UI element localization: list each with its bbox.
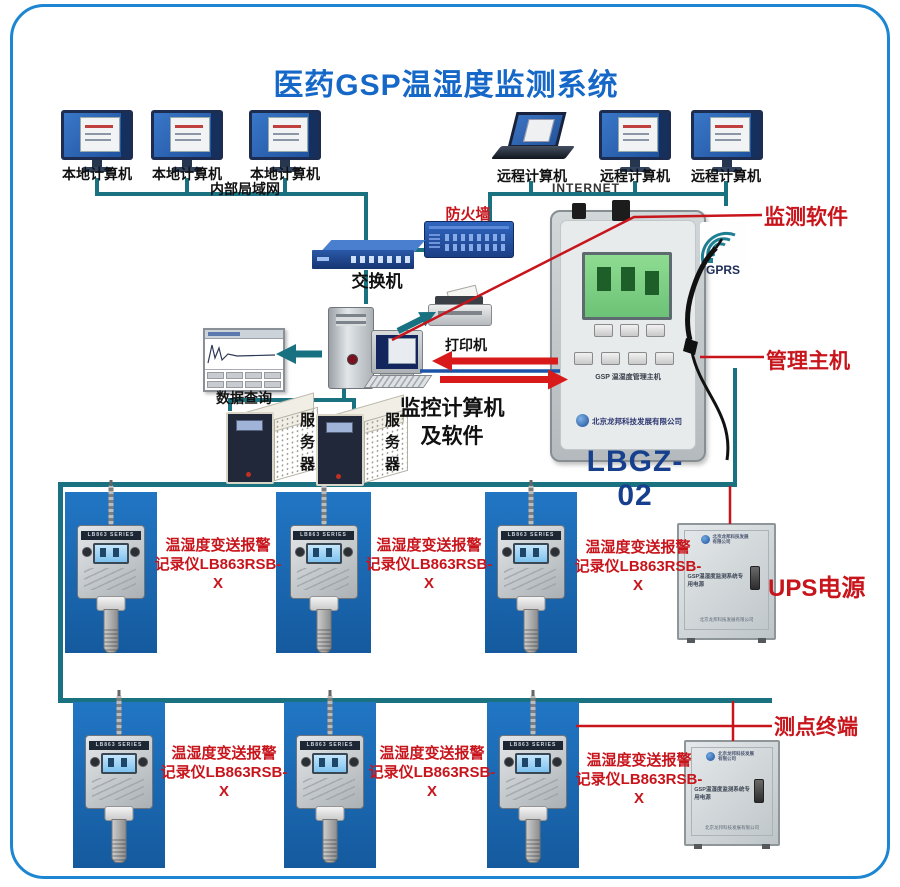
- local-computer-icon: [61, 110, 133, 172]
- host-connector: [612, 200, 630, 221]
- antenna-icon: [327, 690, 333, 735]
- local-computer-label: 本地计算机: [62, 166, 132, 182]
- remote-computer-label: 远程计算机: [691, 168, 761, 184]
- remote-computer-icon: [691, 110, 763, 172]
- border-frame: [10, 4, 890, 879]
- remote-laptop-icon: [490, 112, 576, 162]
- host-unit-icon: GSP 温湿度管理主机 北京龙邦科技发展有限公司: [550, 210, 706, 462]
- line-internet-to-firewall: [488, 192, 492, 226]
- antenna-icon: [321, 480, 326, 525]
- sensor-label: 温湿度变送报警记录仪LB863RSB-X: [154, 537, 282, 592]
- line-local1-drop: [95, 178, 99, 195]
- monitor-pc-label: 监控计算机 及软件: [399, 397, 505, 449]
- sensor-label: 温湿度变送报警记录仪LB863RSB-X: [368, 745, 496, 800]
- data-query-window-icon: [203, 328, 285, 392]
- callout-host: 管理主机: [766, 350, 850, 373]
- page-title: 医药GSP温湿度监测系统: [273, 69, 619, 102]
- line-server1-drop: [228, 398, 232, 411]
- sensor-transmitter-icon: LB863 SERIES: [487, 690, 579, 868]
- printer-label: 打印机: [445, 337, 487, 353]
- lan-label: 内部局域网: [210, 181, 280, 197]
- sensor-transmitter-icon: LB863 SERIES: [284, 690, 376, 868]
- line-remote3-drop: [724, 181, 728, 195]
- server-label: 服务器: [383, 412, 400, 478]
- line-laptop-drop: [529, 181, 533, 195]
- remote-computer-icon: [599, 110, 671, 172]
- antenna-icon: [530, 690, 536, 735]
- sensor-label: 温湿度变送报警记录仪LB863RSB-X: [365, 537, 493, 592]
- sensor-transmitter-icon: LB863 SERIES: [485, 480, 577, 653]
- ups-cabinet-icon: 北京龙邦科技发展有限公司 GSP温湿度监测系统专用电源 北京龙邦科技发展有限公司: [677, 523, 776, 643]
- sensor-label: 温湿度变送报警记录仪LB863RSB-X: [160, 745, 288, 800]
- line-sensor-bus-bottom: [58, 698, 772, 703]
- company-logo-icon: [706, 751, 715, 761]
- host-model-label: LBGZ-02: [586, 445, 684, 512]
- gprs-signal-icon: [700, 222, 746, 267]
- line-internet-bus: [488, 192, 728, 196]
- firewall-label: 防火墙: [445, 206, 491, 223]
- sensor-label: 温湿度变送报警记录仪LB863RSB-X: [574, 539, 702, 594]
- antenna-icon: [528, 480, 534, 525]
- cabinet-panel-text: GSP温湿度监测系统专用电源: [694, 786, 750, 801]
- host-connector: [572, 203, 586, 219]
- local-computer-icon: [249, 110, 321, 172]
- line-host-to-sensorbus: [733, 368, 737, 486]
- line-server2-drop: [352, 398, 356, 413]
- callout-terminal: 测点终端: [774, 716, 858, 739]
- line-lan-bus: [95, 192, 368, 196]
- terminal-cabinet-icon: 北京龙邦科技发展有限公司 GSP温湿度监测系统专用电源 北京龙邦科技发展有限公司: [684, 740, 780, 849]
- cabinet-handle: [754, 778, 765, 803]
- sensor-label: 温湿度变送报警记录仪LB863RSB-X: [575, 752, 703, 807]
- company-name: 北京龙邦科技发展有限公司: [592, 417, 682, 426]
- internet-label: INTERNET: [552, 181, 620, 195]
- host-lcd-screen: [582, 252, 672, 320]
- line-local2-drop: [185, 178, 189, 195]
- callout-software: 监测软件: [764, 206, 848, 229]
- probe-icon: [316, 609, 331, 653]
- probe-icon: [111, 819, 127, 863]
- callout-ups: UPS电源: [768, 575, 866, 602]
- sensor-transmitter-icon: LB863 SERIES: [276, 480, 371, 653]
- probe-icon: [322, 819, 338, 863]
- line-local3-drop: [283, 178, 287, 195]
- local-computer-icon: [151, 110, 223, 172]
- printer-icon: [428, 284, 492, 326]
- probe-icon: [523, 609, 539, 653]
- server-icon: [226, 392, 320, 485]
- line-switch-to-pc: [364, 270, 368, 304]
- line-remote2-drop: [633, 181, 637, 195]
- keyboard-icon: [363, 375, 433, 388]
- antenna-icon: [116, 690, 122, 735]
- sensor-transmitter-icon: LB863 SERIES: [73, 690, 165, 868]
- data-query-chart: [207, 344, 276, 364]
- cabinet-panel-text: GSP温湿度监测系统专用电源: [687, 574, 744, 589]
- line-sensor-bus-top: [58, 482, 737, 487]
- pc-monitor-icon: [371, 330, 423, 381]
- server-icon: [316, 394, 410, 487]
- probe-icon: [103, 609, 119, 653]
- remote-computer-label: 远程计算机: [600, 168, 670, 184]
- cabinet-handle: [749, 565, 760, 590]
- sensor-transmitter-icon: LB863 SERIES: [65, 480, 157, 653]
- remote-computer-label: 远程计算机: [497, 168, 567, 184]
- local-computer-label: 本地计算机: [152, 166, 222, 182]
- firewall-icon: [424, 221, 514, 258]
- local-computer-label: 本地计算机: [250, 166, 320, 182]
- company-logo-icon: [700, 534, 710, 544]
- switch-label: 交换机: [351, 272, 403, 291]
- host-panel-title: GSP 温湿度管理主机: [595, 374, 661, 381]
- antenna-icon: [108, 480, 114, 525]
- line-lan-to-switch: [364, 192, 368, 248]
- switch-icon: [312, 240, 426, 270]
- line-internet-right-stub: [724, 192, 728, 206]
- data-query-label: 数据查询: [216, 390, 272, 406]
- server-label: 服务器: [298, 412, 315, 478]
- company-logo-icon: [576, 414, 589, 427]
- pc-tower-icon: [328, 307, 374, 389]
- probe-icon: [525, 819, 541, 863]
- gprs-label: GPRS: [705, 263, 740, 277]
- line-left-spine: [58, 482, 63, 703]
- line-pc-to-serverbus: [342, 386, 346, 400]
